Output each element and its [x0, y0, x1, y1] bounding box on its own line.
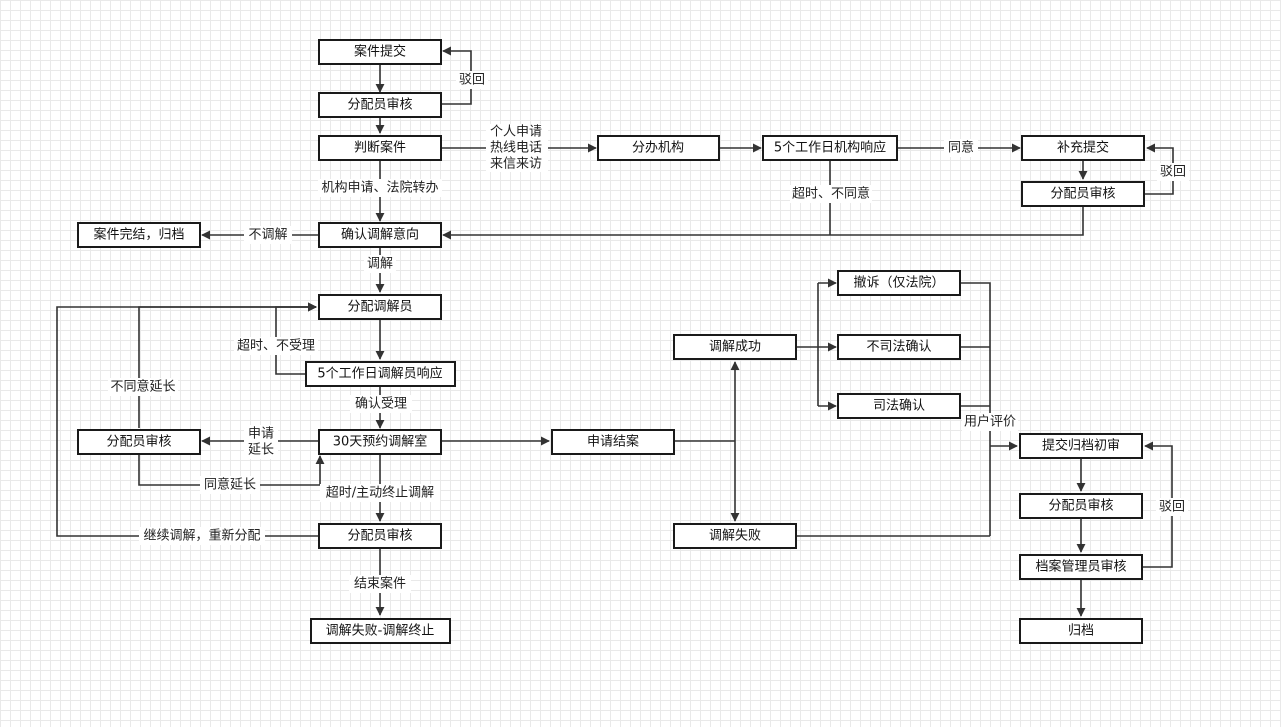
node-institution-response[interactable]: 5个工作日机构响应	[762, 135, 898, 161]
edge-review2-to-confirm	[442, 207, 1084, 240]
svg-text:申请结案: 申请结案	[587, 435, 639, 450]
label-timeout-reject: 超时、不受理	[237, 339, 315, 354]
svg-text:提交归档初审: 提交归档初审	[1042, 438, 1120, 454]
svg-text:判断案件: 判断案件	[354, 141, 406, 156]
svg-text:司法确认: 司法确认	[873, 399, 925, 414]
node-archive[interactable]: 归档	[1019, 618, 1143, 644]
node-book-mediation-room[interactable]: 30天预约调解室	[318, 429, 442, 455]
node-confirm-mediation-intent[interactable]: 确认调解意向	[318, 222, 442, 248]
svg-text:调解失败-调解终止: 调解失败-调解终止	[326, 623, 435, 639]
node-judicial-confirm[interactable]: 司法确认	[837, 393, 961, 419]
svg-text:案件完结，归档: 案件完结，归档	[93, 228, 184, 243]
svg-text:分配员审核: 分配员审核	[1050, 187, 1115, 202]
node-archivist-review[interactable]: 档案管理员审核	[1019, 554, 1143, 580]
label-mediation: 调解	[367, 257, 393, 272]
svg-text:归档: 归档	[1068, 624, 1094, 639]
label-confirm-accept: 确认受理	[355, 397, 407, 412]
node-assigner-review-4[interactable]: 分配员审核	[1019, 493, 1143, 519]
label-no-mediation: 不调解	[248, 228, 287, 243]
node-judge-case[interactable]: 判断案件	[318, 135, 442, 161]
svg-text:分办机构: 分办机构	[632, 141, 684, 156]
label-channel-personal: 个人申请	[490, 125, 542, 140]
node-assign-mediator[interactable]: 分配调解员	[318, 294, 442, 320]
node-mediation-success[interactable]: 调解成功	[673, 334, 797, 360]
label-disagree-extend: 不同意延长	[110, 379, 175, 395]
svg-text:调解成功: 调解成功	[709, 340, 761, 355]
node-mediator-response[interactable]: 5个工作日调解员响应	[305, 361, 456, 387]
svg-text:分配员审核: 分配员审核	[106, 435, 171, 450]
label-reject-1: 驳回	[459, 73, 485, 88]
label-channel-hotline: 热线电话	[490, 141, 542, 156]
svg-text:档案管理员审核: 档案管理员审核	[1035, 560, 1126, 575]
svg-text:撤诉（仅法院）: 撤诉（仅法院）	[853, 275, 944, 291]
svg-text:补充提交: 补充提交	[1057, 140, 1109, 156]
label-timeout-disagree: 超时、不同意	[792, 186, 870, 202]
svg-text:调解失败: 调解失败	[709, 529, 761, 544]
label-apply-extend-2: 延长	[248, 443, 274, 458]
svg-text:5个工作日调解员响应: 5个工作日调解员响应	[317, 366, 442, 382]
node-assigner-review-2[interactable]: 分配员审核	[1021, 181, 1145, 207]
svg-text:确认调解意向: 确认调解意向	[341, 227, 419, 243]
node-archive-initial-review[interactable]: 提交归档初审	[1019, 433, 1143, 459]
svg-text:5个工作日机构响应: 5个工作日机构响应	[774, 140, 886, 156]
edge-success-branch	[797, 283, 819, 406]
label-agree: 同意	[948, 140, 974, 156]
svg-text:分配员审核: 分配员审核	[347, 98, 412, 113]
svg-text:30天预约调解室: 30天预约调解室	[333, 434, 428, 450]
node-mediation-terminated[interactable]: 调解失败-调解终止	[310, 618, 451, 644]
label-institution-court: 机构申请、法院转办	[321, 181, 438, 196]
flowchart-nodes: 案件提交 分配员审核 判断案件 分办机构 5个工作日机构响应 补充提交 分配员审…	[77, 39, 1145, 644]
node-mediation-failure[interactable]: 调解失败	[673, 523, 797, 549]
edge-extend-disagree-loop	[138, 302, 317, 428]
node-dispatch-institution[interactable]: 分办机构	[597, 135, 720, 161]
svg-text:不司法确认: 不司法确认	[866, 340, 931, 355]
svg-text:分配调解员: 分配调解员	[347, 300, 412, 315]
label-reject-2: 驳回	[1160, 165, 1186, 180]
node-no-judicial-confirm[interactable]: 不司法确认	[837, 334, 961, 360]
label-timeout-stop: 超时/主动终止调解	[326, 485, 434, 501]
label-end-case: 结束案件	[354, 577, 406, 592]
label-continue-reassign: 继续调解，重新分配	[143, 528, 260, 544]
edge-labels: 驳回 个人申请 热线电话 来信来访 同意 驳回 超时、不同意 机构申请、法院转办…	[108, 71, 1189, 593]
label-reject-3: 驳回	[1159, 500, 1185, 515]
svg-text:分配员审核: 分配员审核	[347, 529, 412, 544]
label-agree-extend: 同意延长	[204, 477, 256, 493]
node-assigner-review-1[interactable]: 分配员审核	[318, 92, 442, 118]
label-user-evaluation: 用户评价	[964, 414, 1016, 430]
label-channel-letter: 来信来访	[490, 157, 542, 172]
node-case-closed-archive[interactable]: 案件完结，归档	[77, 222, 201, 248]
node-assigner-review-3[interactable]: 分配员审核	[318, 523, 442, 549]
node-supplement-submit[interactable]: 补充提交	[1021, 135, 1145, 161]
svg-text:案件提交: 案件提交	[354, 44, 406, 60]
edge-withdraw-merge	[961, 282, 991, 536]
label-apply-extend-1: 申请	[248, 427, 274, 442]
node-apply-close-case[interactable]: 申请结案	[551, 429, 675, 455]
svg-text:分配员审核: 分配员审核	[1048, 499, 1113, 514]
node-withdraw-court-only[interactable]: 撤诉（仅法院）	[837, 270, 961, 296]
node-assigner-review-extend[interactable]: 分配员审核	[77, 429, 201, 455]
node-case-submit[interactable]: 案件提交	[318, 39, 442, 65]
